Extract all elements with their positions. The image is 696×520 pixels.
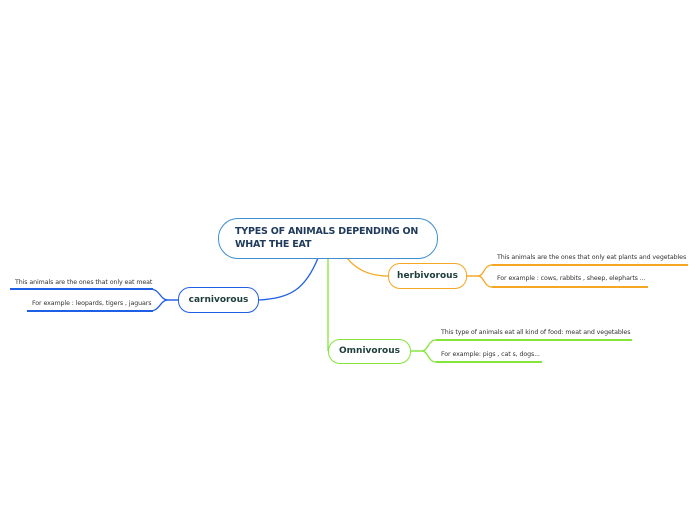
subtopic-herbivorous-examples[interactable]: For example : cows, rabbits , sheep, ele…	[497, 275, 646, 282]
topic-omnivorous[interactable]: Omnivorous	[328, 339, 411, 364]
central-topic-line1: TYPES OF ANIMALS DEPENDING ON	[235, 226, 419, 237]
subtopic-omnivorous-definition[interactable]: This type of animals eat all kind of foo…	[441, 329, 631, 336]
central-topic[interactable]: TYPES OF ANIMALS DEPENDING ON WHAT THE E…	[218, 218, 438, 259]
subtopic-carnivorous-definition[interactable]: This animals are the ones that only eat …	[15, 279, 153, 286]
central-topic-line2: WHAT THE EAT	[235, 239, 312, 250]
topic-carnivorous[interactable]: carnivorous	[178, 287, 259, 313]
subtopic-omnivorous-examples[interactable]: For example: pigs , cat s, dogs...	[441, 351, 540, 358]
subtopic-carnivorous-examples[interactable]: For example : leopards, tigers , jaguars	[32, 300, 152, 307]
subtopic-herbivorous-definition[interactable]: This animals are the ones that only eat …	[497, 254, 687, 261]
topic-herbivorous[interactable]: herbivorous	[388, 263, 467, 289]
